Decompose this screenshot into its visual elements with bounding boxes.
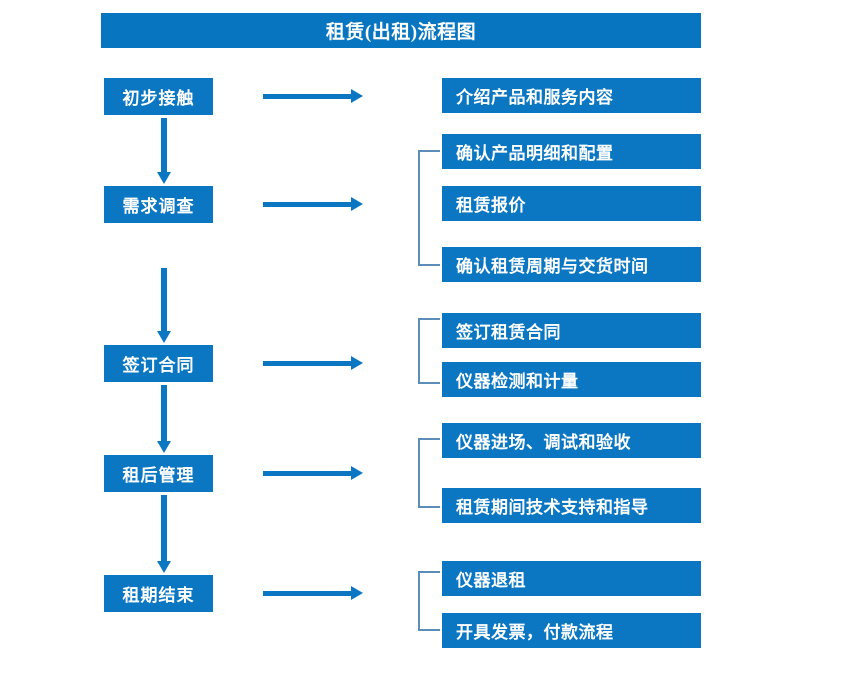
arrow-head bbox=[157, 331, 171, 343]
horizontal-arrow-initial-contact bbox=[263, 89, 363, 103]
arrow-head bbox=[351, 586, 363, 600]
detail-box-intro-product-service[interactable]: 介绍产品和服务内容 bbox=[442, 78, 701, 113]
arrow-shaft bbox=[161, 268, 167, 331]
vertical-arrow-2 bbox=[157, 268, 171, 343]
detail-box-instrument-entry-debug-accept[interactable]: 仪器进场、调试和验收 bbox=[442, 423, 701, 458]
group-bracket-rent-end bbox=[418, 571, 440, 631]
detail-box-rental-tech-support[interactable]: 租赁期间技术支持和指导 bbox=[442, 488, 701, 523]
arrow-head bbox=[157, 561, 171, 573]
arrow-shaft bbox=[263, 361, 351, 366]
detail-box-rental-quotation[interactable]: 租赁报价 bbox=[442, 186, 701, 221]
arrow-head bbox=[157, 172, 171, 184]
arrow-shaft bbox=[263, 591, 351, 596]
group-bracket-post-rent-management bbox=[418, 438, 440, 508]
stage-box-initial-contact[interactable]: 初步接触 bbox=[104, 78, 213, 115]
horizontal-arrow-post-rent-management bbox=[263, 466, 363, 480]
arrow-shaft bbox=[161, 118, 167, 172]
horizontal-arrow-demand-survey bbox=[263, 197, 363, 211]
horizontal-arrow-sign-contract bbox=[263, 356, 363, 370]
arrow-head bbox=[351, 89, 363, 103]
detail-box-confirm-period-delivery[interactable]: 确认租赁周期与交货时间 bbox=[442, 247, 701, 282]
detail-box-instrument-return[interactable]: 仪器退租 bbox=[442, 561, 701, 596]
stage-box-sign-contract[interactable]: 签订合同 bbox=[104, 345, 213, 382]
arrow-shaft bbox=[263, 471, 351, 476]
vertical-arrow-4 bbox=[157, 495, 171, 573]
arrow-head bbox=[351, 197, 363, 211]
detail-box-instrument-test-measure[interactable]: 仪器检测和计量 bbox=[442, 362, 701, 397]
arrow-shaft bbox=[161, 495, 167, 561]
horizontal-arrow-rent-end bbox=[263, 586, 363, 600]
arrow-head bbox=[157, 441, 171, 453]
stage-box-demand-survey[interactable]: 需求调查 bbox=[104, 186, 213, 223]
detail-box-sign-rental-contract[interactable]: 签订租赁合同 bbox=[442, 313, 701, 348]
arrow-head bbox=[351, 356, 363, 370]
group-bracket-sign-contract bbox=[418, 318, 440, 384]
page-title: 租赁(出租)流程图 bbox=[101, 13, 701, 48]
stage-box-post-rent-management[interactable]: 租后管理 bbox=[104, 455, 213, 492]
vertical-arrow-3 bbox=[157, 385, 171, 453]
arrow-shaft bbox=[263, 94, 351, 99]
arrow-head bbox=[351, 466, 363, 480]
detail-box-confirm-product-spec[interactable]: 确认产品明细和配置 bbox=[442, 134, 701, 169]
detail-box-invoice-payment[interactable]: 开具发票，付款流程 bbox=[442, 613, 701, 648]
stage-box-rent-end[interactable]: 租期结束 bbox=[104, 575, 213, 612]
arrow-shaft bbox=[161, 385, 167, 441]
vertical-arrow-1 bbox=[157, 118, 171, 184]
group-bracket-demand-survey bbox=[418, 150, 440, 266]
arrow-shaft bbox=[263, 202, 351, 207]
